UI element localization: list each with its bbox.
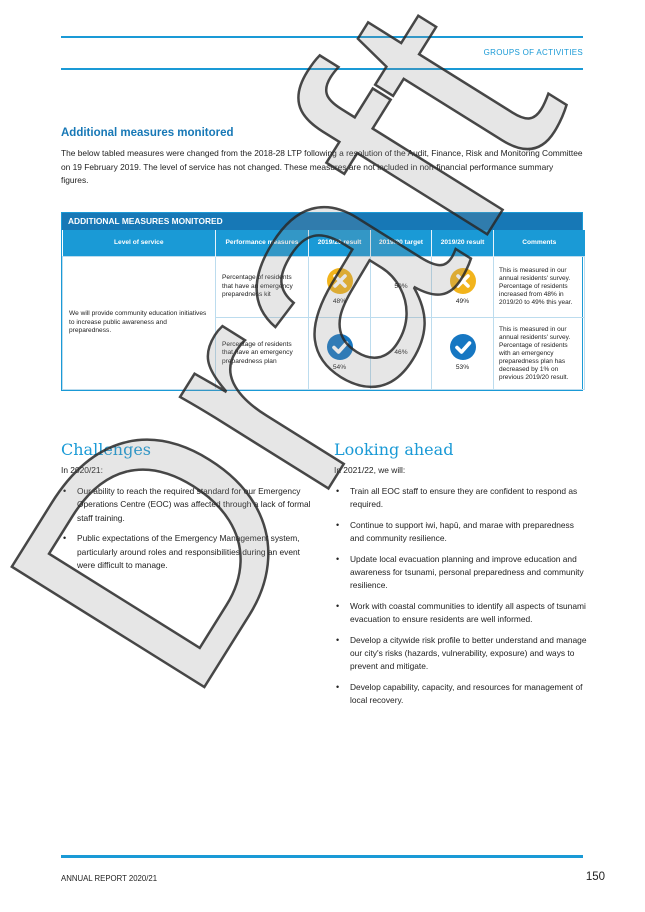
table-row: Percentage of residents that have an eme… bbox=[63, 317, 585, 390]
table-row: We will provide community education init… bbox=[62, 256, 585, 390]
cross-icon bbox=[449, 267, 476, 294]
target-value: 46% bbox=[394, 349, 408, 357]
result-2-cell: 53% bbox=[431, 317, 494, 390]
target-cell: 46% bbox=[370, 317, 432, 390]
level-of-service-cell: We will provide community education init… bbox=[62, 256, 216, 390]
target-cell: 50% bbox=[370, 256, 432, 318]
list-item: Update local evacuation planning and imp… bbox=[334, 553, 588, 593]
header-level-of-service: Level of service bbox=[62, 230, 216, 257]
result-cell: 54% bbox=[308, 317, 371, 390]
measure-cell: Percentage of residents that have an eme… bbox=[215, 317, 309, 390]
challenges-subtitle: In 2020/21: bbox=[61, 465, 103, 475]
challenges-list: Our ability to reach the required standa… bbox=[61, 485, 311, 579]
list-item: Work with coastal communities to identif… bbox=[334, 600, 588, 627]
looking-ahead-title: Looking ahead bbox=[334, 440, 454, 459]
header-target: 2019/20 target bbox=[370, 230, 432, 257]
list-item: Train all EOC staff to ensure they are c… bbox=[334, 485, 588, 512]
target-value: 50% bbox=[394, 282, 408, 290]
list-item: Our ability to reach the required standa… bbox=[61, 485, 311, 525]
result-2-value: 53% bbox=[455, 364, 470, 372]
comment-cell: This is measured in our annual residents… bbox=[493, 317, 585, 390]
check-icon bbox=[449, 334, 476, 361]
table-title: ADDITIONAL MEASURES MONITORED bbox=[62, 213, 582, 230]
list-item: Public expectations of the Emergency Man… bbox=[61, 532, 311, 572]
looking-ahead-subtitle: In 2021/22, we will: bbox=[334, 465, 406, 475]
header-rule-top bbox=[61, 36, 583, 38]
footer-rule bbox=[61, 855, 583, 858]
list-item: Develop a citywide risk profile to bette… bbox=[334, 634, 588, 674]
measures-heading: Additional measures monitored bbox=[61, 127, 234, 139]
cross-icon bbox=[326, 267, 353, 294]
check-icon bbox=[326, 334, 353, 361]
header-performance-measures: Performance measures bbox=[215, 230, 309, 257]
measure-cell: Percentage of residents that have an eme… bbox=[215, 256, 309, 318]
section-label: GROUPS OF ACTIVITIES bbox=[483, 48, 583, 57]
footer-label: ANNUAL REPORT 2020/21 bbox=[61, 874, 158, 883]
list-item: Continue to support iwi, hapū, and marae… bbox=[334, 519, 588, 546]
measures-intro: The below tabled measures were changed f… bbox=[61, 148, 583, 186]
challenges-title: Challenges bbox=[61, 440, 152, 459]
looking-ahead-list: Train all EOC staff to ensure they are c… bbox=[334, 485, 588, 715]
header-rule-bottom bbox=[61, 68, 583, 70]
table-header-row: Level of service Performance measures 20… bbox=[62, 230, 585, 257]
header-result: 2019/20 result bbox=[308, 230, 371, 257]
result-2-cell: 49% bbox=[431, 256, 494, 318]
result-value: 48% bbox=[332, 297, 347, 305]
measures-table: ADDITIONAL MEASURES MONITORED Level of s… bbox=[61, 212, 585, 391]
result-value: 54% bbox=[332, 364, 347, 372]
result-cell: 48% bbox=[308, 256, 371, 318]
page-number: 150 bbox=[585, 871, 605, 883]
header-result-2: 2019/20 result bbox=[431, 230, 494, 257]
header-comments: Comments bbox=[493, 230, 585, 257]
list-item: Develop capability, capacity, and resour… bbox=[334, 681, 588, 708]
result-2-value: 49% bbox=[455, 297, 470, 305]
comment-cell: This is measured in our annual residents… bbox=[493, 256, 585, 318]
